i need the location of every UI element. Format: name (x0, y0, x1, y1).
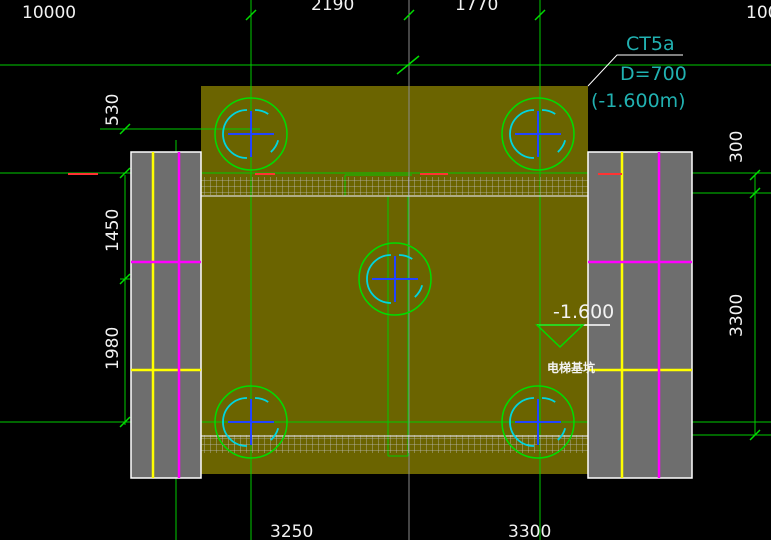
pile-circle (214, 97, 288, 171)
pile-1 (214, 97, 288, 171)
bottom-dim-1: 3250 (270, 522, 313, 540)
cap-leader (587, 54, 683, 87)
pile-3 (358, 242, 432, 316)
left-dim-2: 1450 (103, 209, 123, 252)
pile-arc-left (509, 109, 535, 159)
wall-right (587, 151, 693, 479)
header-right-value: 100 (746, 3, 771, 23)
bottom-dim-2: 3300 (508, 522, 551, 540)
level-mark: -1.600 (553, 301, 614, 323)
pile-5 (501, 385, 575, 459)
pile-arc-left (366, 254, 392, 304)
wall-left (130, 151, 202, 479)
magenta-rebar (131, 152, 692, 478)
level-triangle (535, 324, 585, 349)
top-dim-2: 1770 (455, 0, 498, 15)
pile-arc-right (254, 109, 280, 159)
yellow-rebar (131, 152, 692, 478)
pile-arc-right (541, 109, 567, 159)
pile-circle (501, 97, 575, 171)
header-left-value: 10000 (22, 3, 76, 23)
pile-4 (214, 385, 288, 459)
pile-arc-left (222, 397, 248, 447)
pile-2 (501, 97, 575, 171)
pile-cap-diameter: D=700 (620, 63, 687, 85)
pit-label: 电梯基坑 (547, 360, 595, 375)
pile-arc-right (541, 397, 567, 447)
pile-circle (214, 385, 288, 459)
pile-circle (358, 242, 432, 316)
top-dim-1: 2190 (311, 0, 354, 15)
pile-arc-left (222, 109, 248, 159)
dimension-ticks (119, 9, 761, 441)
left-dim-3: 1980 (103, 327, 123, 370)
pile-arc-right (254, 397, 280, 447)
pile-circle (501, 385, 575, 459)
right-dim-1: 300 (727, 131, 747, 163)
right-dim-2: 3300 (727, 294, 747, 337)
piles (214, 97, 575, 459)
mesh-top (155, 177, 655, 195)
pile-cap-elevation: (-1.600m) (591, 90, 686, 112)
left-dim-1: 530 (103, 94, 123, 126)
pile-cap-code: CT5a (626, 33, 675, 55)
mesh-bottom (155, 435, 655, 453)
pile-arc-left (509, 397, 535, 447)
pile-arc-right (398, 254, 424, 304)
